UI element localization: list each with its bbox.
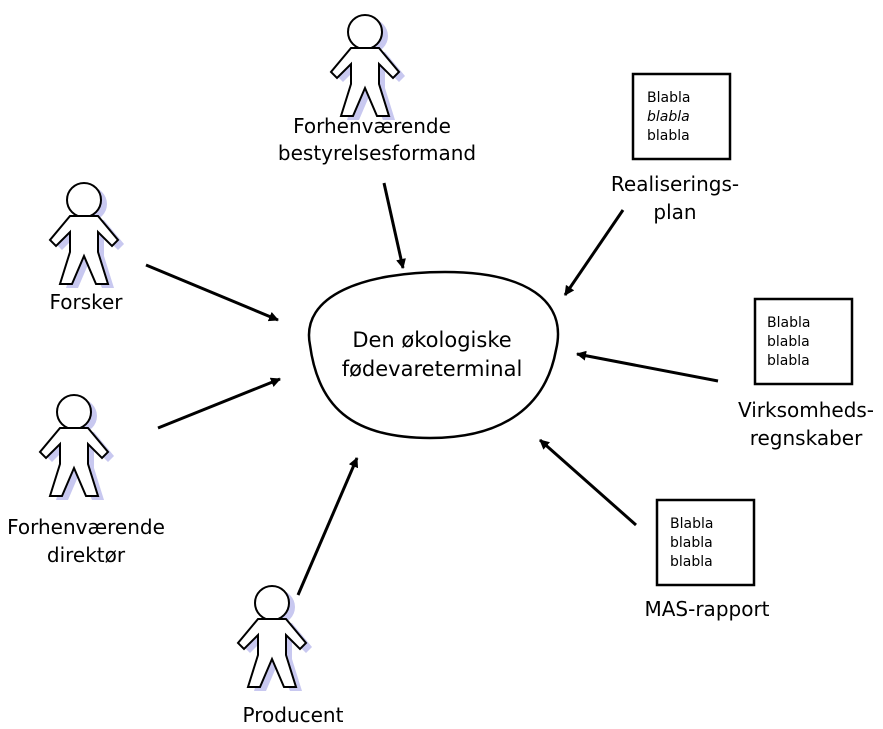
arrow-researcher — [145, 263, 279, 322]
actor-label-line-1: Forhenværende — [7, 515, 165, 539]
document-line-3: blabla — [647, 128, 690, 144]
arrows — [145, 182, 719, 596]
person-icon — [237, 585, 312, 691]
center-blob — [307, 270, 560, 440]
document-line-3: blabla — [670, 554, 713, 570]
document-label-line-1: Virksomheds- — [738, 398, 874, 422]
arrow-mas — [539, 438, 637, 527]
actor-label: Forsker — [49, 290, 123, 314]
actor-label-line-1: Forhenværende — [293, 114, 451, 138]
document-icon — [753, 297, 854, 386]
document-mas-report: Blabla blabla blabla MAS-rapport — [644, 498, 770, 621]
center-title-line-2: fødevareterminal — [342, 357, 523, 381]
arrow-chairman — [382, 182, 406, 269]
arrow-director — [157, 377, 281, 430]
document-icon — [631, 72, 732, 161]
document-line-1: Blabla — [670, 516, 713, 532]
document-line-2: blabla — [647, 109, 690, 125]
person-icon — [330, 14, 405, 120]
document-line-2: blabla — [767, 334, 810, 350]
document-line-1: Blabla — [767, 315, 810, 331]
document-label: MAS-rapport — [644, 597, 769, 621]
actor-former-chairman: Forhenværende bestyrelsesformand — [278, 14, 476, 165]
arrow-producer — [296, 457, 359, 596]
document-label-line-1: Realiserings- — [611, 172, 739, 196]
document-icon — [655, 498, 756, 587]
document-label-line-2: plan — [653, 200, 696, 224]
person-icon — [49, 182, 124, 288]
document-label-line-2: regnskaber — [750, 426, 863, 450]
actor-label: Producent — [243, 703, 344, 727]
actor-researcher: Forsker — [49, 182, 124, 314]
actor-producer: Producent — [237, 585, 344, 727]
document-company-accounts: Blabla blabla blabla Virksomheds- regnsk… — [738, 297, 874, 450]
center-node: Den økologiske fødevareterminal — [307, 270, 560, 440]
actor-label-line-2: bestyrelsesformand — [278, 141, 476, 165]
actor-former-director: Forhenværende direktør — [7, 394, 165, 567]
document-line-2: blabla — [670, 535, 713, 551]
document-line-1: Blabla — [647, 90, 690, 106]
document-line-3: blabla — [767, 353, 810, 369]
person-icon — [39, 394, 114, 500]
arrow-plan — [563, 209, 625, 296]
actor-label-line-2: direktør — [47, 543, 126, 567]
document-realization-plan: Blabla blabla blabla Realiserings- plan — [611, 72, 739, 224]
arrow-accounts — [576, 350, 719, 383]
center-title-line-1: Den økologiske — [352, 328, 511, 352]
